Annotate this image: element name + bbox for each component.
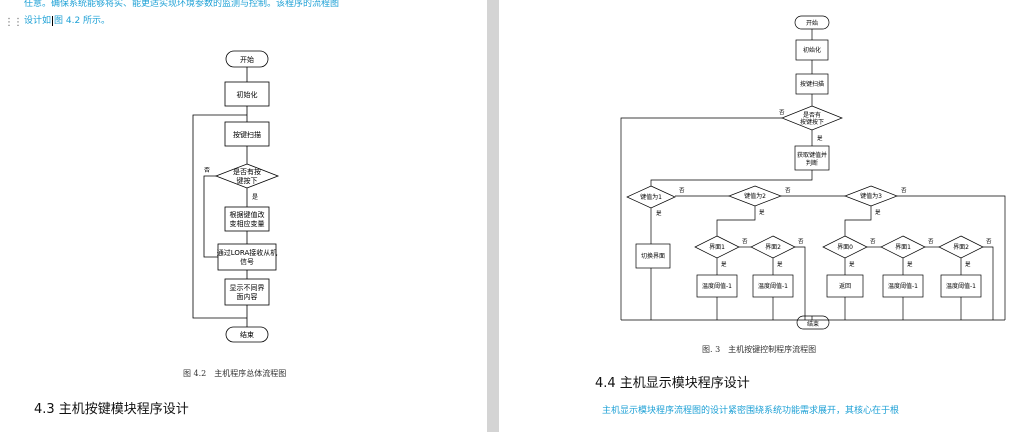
svg-text:界面0: 界面0 [837, 244, 853, 251]
paragraph-line: 设计如图 4.2 所示。 [24, 13, 110, 26]
receive-label: 信号 [240, 257, 254, 266]
svg-text:否: 否 [779, 109, 785, 116]
init-label: 初始化 [237, 90, 258, 99]
display-box [224, 278, 270, 306]
paragraph-text: 图 4.2 所示。 [54, 16, 111, 26]
svg-text:键值为1: 键值为1 [640, 193, 662, 201]
svg-text:结束: 结束 [807, 320, 819, 328]
no-label: 否 [204, 167, 210, 174]
svg-text:键值为3: 键值为3 [860, 192, 882, 200]
section-heading: 4.4 主机显示模块程序设计 [595, 376, 750, 391]
svg-text:否: 否 [986, 238, 992, 245]
section-heading: 4.3 主机按键模块程序设计 [34, 402, 189, 417]
flowchart-main-program: 开始 初始化 按键扫描 是否有按 键按下 根据键值改 变相应变量 通过LORA接… [192, 50, 280, 343]
modify-label: 根据键值改 [230, 210, 265, 219]
end-label: 结束 [240, 330, 254, 339]
figure-caption: 图. 3 主机按键控制程序流程图 [702, 345, 817, 354]
paragraph-text: 设计如 [24, 16, 52, 26]
svg-text:否: 否 [870, 238, 876, 245]
svg-text:否: 否 [798, 238, 804, 245]
svg-text:初始化: 初始化 [803, 46, 821, 54]
receive-label: 通过LORA接收从机 [217, 248, 278, 257]
svg-text:温度阈值-1: 温度阈值-1 [888, 282, 918, 290]
svg-text:界面2: 界面2 [953, 244, 969, 251]
svg-text:是: 是 [777, 261, 783, 268]
svg-text:界面1: 界面1 [895, 244, 911, 251]
svg-text:切换界面: 切换界面 [641, 252, 665, 260]
svg-text:是: 是 [759, 209, 765, 216]
svg-text:键值为2: 键值为2 [744, 192, 766, 200]
yes-label: 是 [252, 194, 258, 201]
svg-text:否: 否 [928, 238, 934, 245]
text-cursor [52, 15, 54, 26]
svg-text:是: 是 [817, 135, 823, 142]
svg-text:是: 是 [656, 210, 662, 217]
figure-caption: 图 4.2 主机程序总体流程图 [183, 369, 287, 378]
scan-label: 按键扫描 [233, 130, 261, 139]
document-page-right: 开始 初始化 按键扫描 是否有 按键按下 获取键值并 判断 键值为1 键值为2 … [499, 0, 1024, 432]
modify-label: 变相应变量 [230, 219, 265, 228]
decision-label: 键按下 [237, 176, 258, 185]
decision-label: 是否有按 [233, 167, 261, 176]
svg-text:否: 否 [901, 187, 907, 194]
paragraph-line: 主机显示模块程序流程图的设计紧密围绕系统功能需求展开，其核心在于根 [602, 406, 900, 416]
flowchart-key-control: 开始 初始化 按键扫描 是否有 按键按下 获取键值并 判断 键值为1 键值为2 … [620, 15, 1006, 330]
display-label: 显示不同界 [230, 284, 265, 292]
svg-text:界面1: 界面1 [709, 244, 725, 251]
svg-text:是否有: 是否有 [803, 111, 821, 119]
svg-text:获取键值并: 获取键值并 [797, 151, 827, 159]
svg-text:温度阈值-1: 温度阈值-1 [702, 282, 732, 290]
svg-text:是: 是 [849, 261, 855, 268]
receive-box [217, 243, 277, 271]
svg-text:返回: 返回 [839, 283, 851, 290]
svg-text:是: 是 [965, 261, 971, 268]
page-gutter [487, 0, 499, 432]
svg-text:界面2: 界面2 [765, 244, 781, 251]
start-label: 开始 [240, 55, 254, 64]
svg-text:判断: 判断 [806, 159, 818, 167]
svg-text:是: 是 [907, 261, 913, 268]
svg-text:是: 是 [721, 261, 727, 268]
paragraph-line: 任意。确保系统能够将实、能更适实现环境参数的监测与控制。该程序的流程图 [24, 0, 340, 9]
svg-text:温度阈值-1: 温度阈值-1 [758, 282, 788, 290]
svg-text:开始: 开始 [806, 19, 818, 27]
svg-text:否: 否 [679, 187, 685, 194]
svg-text:否: 否 [785, 187, 791, 194]
document-page-left: ⋮⋮ 任意。确保系统能够将实、能更适实现环境参数的监测与控制。该程序的流程图 设… [0, 0, 487, 432]
display-label: 面内容 [237, 292, 258, 301]
svg-text:是: 是 [875, 209, 881, 216]
end-terminal [225, 326, 269, 343]
svg-text:温度阈值-1: 温度阈值-1 [946, 282, 976, 290]
svg-text:按键按下: 按键按下 [800, 118, 824, 126]
svg-text:否: 否 [742, 238, 748, 245]
svg-text:按键扫描: 按键扫描 [800, 80, 824, 88]
